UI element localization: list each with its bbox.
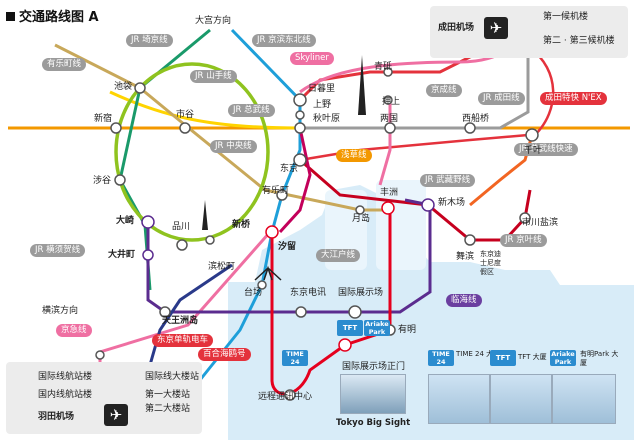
page-title: 交通路线图 A [6,6,99,25]
label-kokusai-tenjijo: 国际展示场 [338,288,384,298]
haneda-airport-label: 羽田机场 [38,412,75,422]
narita-airport-label: 成田机场 [438,23,475,33]
label-ichigaya: 市谷 [176,110,195,120]
label-odaiba: 台场 [244,288,263,298]
big-sight-photo [340,374,406,414]
nex-line [299,133,529,162]
label-yurakucho: 有乐町 [262,186,290,196]
haneda-t2-label: 第二大楼站 [145,404,191,414]
tft-legend-badge: TFT [490,350,516,366]
label-tokyo: 东京 [280,164,299,174]
label-chiba: 千叶 [524,146,543,156]
haneda-intl-monorail-label: 国际线航站楼 [38,372,93,382]
ariake-legend-badge: Ariake Park [550,350,576,366]
tag-musashino: JR 武藏野线 [420,174,476,187]
label-ichikawa: 市川盐滨 [522,218,559,228]
skytree-icon [358,55,366,115]
label-ikebukuro: 池袋 [114,82,133,92]
label-kokusai-seimon: 国际展示场正门 [342,362,406,372]
tag-keiyo: JR 京叶线 [500,234,547,247]
ariake-photo [552,374,616,424]
tag-yurikamome: 百合海鸥号 [198,348,251,361]
tft-photo [490,374,552,424]
tag-nex: 成田特快 N'EX [540,92,607,105]
tag-yurakucho: 有乐町线 [42,58,87,71]
label-aoto: 青砥 [374,62,393,72]
label-omiya: 大宫方向 [195,16,232,26]
narita-terminal1-label: 第一候机楼 [543,12,589,22]
asakusa-line [378,100,392,186]
label-osaki: 大崎 [116,216,135,226]
tft-map-badge: TFT [337,320,363,336]
label-maihama: 舞滨 [456,252,475,262]
label-yokohama: 横滨方向 [42,306,79,316]
label-nishifunabashi: 西船桥 [462,114,490,124]
tag-sobu: JR 总武线 [228,104,275,117]
label-shinagawa: 品川 [172,222,191,232]
label-hamamatsucho: 滨松町 [208,262,236,272]
time24-photo [428,374,490,424]
tag-rinkai: 临海线 [446,294,482,307]
caption-ariake: 有明Park 大厦 [580,350,619,367]
tag-skyliner: Skyliner [290,52,334,65]
label-shinjuku: 新宿 [94,114,113,124]
tag-keikyu: 京急线 [56,324,92,337]
rinkai-line [146,198,432,314]
label-ueno: 上野 [313,100,332,110]
oedo-line [278,127,312,234]
keihin-tohoku-line [198,28,302,381]
label-disney: 东京迪士尼度假区 [480,250,501,276]
label-akihabara: 秋叶原 [313,114,341,124]
tokyo-tower-icon [202,200,208,230]
haneda-domestic-monorail-label: 国内线航站楼 [38,390,93,400]
label-tenozu: 天王洲岛 [162,316,199,326]
label-tsushin-center: 远程通讯中心 [258,392,313,402]
tag-asakusa: 浅草线 [336,149,372,162]
label-tokyo-teleport: 东京电讯 [290,288,327,298]
tag-narita: JR 成田线 [478,92,525,105]
yamanote-loop [114,62,270,242]
time24-map-badge: TIME 24 [282,350,308,366]
narita-line [300,48,530,130]
label-oshiage: 押上 [382,97,401,107]
label-shinkiba: 新木场 [438,198,466,208]
airplane-icon: ✈ [484,17,508,39]
label-tsukishima: 月岛 [352,214,371,224]
caption-time24: TIME 24 大厦 [456,350,501,358]
tag-chuo: JR 中央线 [210,140,257,153]
label-ariake: 有明 [398,325,417,335]
tag-sobu-rapid: JR 总武线快速 [514,143,578,156]
label-big-sight: Tokyo Big Sight [336,418,411,428]
ariake-map-badge: Ariake Park [364,320,390,336]
label-shiodome: 汐留 [278,242,297,252]
label-ryogoku: 两国 [380,114,399,124]
tag-monorail: 东京单轨电车 [152,334,214,347]
label-shibuya: 涉谷 [93,176,112,186]
narita-legend [430,6,628,58]
narita-terminal23-label: 第二 · 第三候机楼 [543,36,615,46]
tag-saikyo: JR 埼京线 [126,34,173,47]
time24-legend-badge: TIME 24 [428,350,454,366]
tag-keihin-tohoku: JR 京滨东北线 [252,34,316,47]
tag-yokosuka: JR 横须贺线 [30,244,86,257]
label-nippori: 日暮里 [308,84,336,94]
rainbow-bridge-icon [254,265,282,281]
haneda-intl-keikyu-label: 国际线大楼站 [145,372,200,382]
label-oimachi: 大井町 [108,250,136,260]
label-toyosu: 丰洲 [380,188,399,198]
airplane-icon: ✈ [104,404,128,426]
tag-keisei: 京成线 [426,84,462,97]
label-shinbashi: 新桥 [232,220,251,230]
haneda-t1-label: 第一大楼站 [145,390,191,400]
tag-yamanote: JR 山手线 [190,70,237,83]
tag-oedo: 大江户线 [316,249,361,262]
caption-tft: TFT 大厦 [518,353,547,361]
